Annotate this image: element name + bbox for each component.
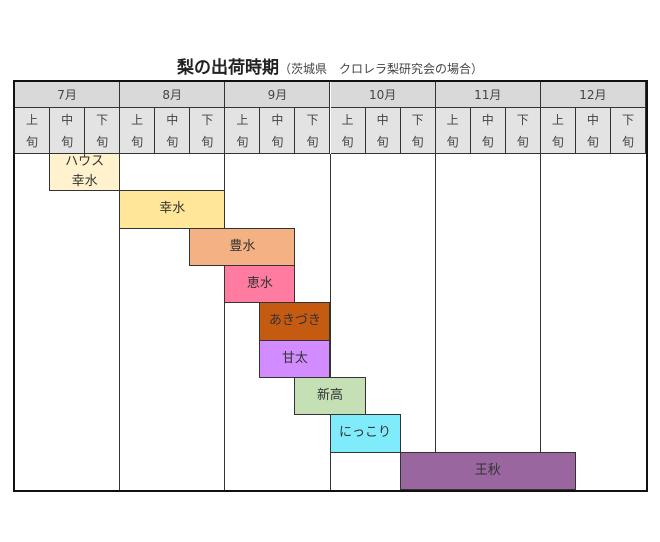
decade-header: 下旬 [400, 108, 436, 154]
month-header: 11月 [435, 82, 541, 108]
decade-label: 上 [551, 112, 564, 127]
decade-header: 上旬 [435, 108, 471, 154]
month-divider [539, 154, 541, 490]
decade-suffix: 旬 [586, 134, 599, 149]
decade-suffix: 旬 [201, 134, 214, 149]
variety-bar: 王秋 [399, 451, 576, 490]
decade-suffix: 旬 [26, 134, 39, 149]
decade-header: 中旬 [50, 108, 86, 154]
decade-suffix: 旬 [481, 134, 494, 149]
decade-suffix: 旬 [166, 134, 179, 149]
variety-bar: ハウス幸水 [49, 153, 121, 192]
variety-bar: 恵水 [224, 265, 296, 304]
decade-header: 中旬 [155, 108, 191, 154]
decade-label: 上 [446, 112, 459, 127]
decade-suffix: 旬 [376, 134, 389, 149]
decade-label: 中 [586, 112, 599, 127]
decade-suffix: 旬 [306, 134, 319, 149]
decade-suffix: 旬 [621, 134, 634, 149]
variety-bar: 新高 [294, 377, 366, 416]
decade-header: 上旬 [225, 108, 261, 154]
decade-header: 上旬 [15, 108, 51, 154]
decade-label: 下 [516, 112, 529, 127]
decade-header: 下旬 [610, 108, 646, 154]
decade-suffix: 旬 [61, 134, 74, 149]
decade-suffix: 旬 [516, 134, 529, 149]
decade-label: 中 [376, 112, 389, 127]
variety-bar: にっこり [329, 414, 401, 453]
decade-label: 下 [306, 112, 319, 127]
decade-header: 中旬 [365, 108, 401, 154]
decade-header: 上旬 [540, 108, 576, 154]
decade-label: 上 [341, 112, 354, 127]
decade-suffix: 旬 [341, 134, 354, 149]
variety-bar: あきづき [259, 302, 331, 341]
decade-header: 中旬 [470, 108, 506, 154]
decade-label: 下 [96, 112, 109, 127]
month-header: 7月 [15, 82, 121, 108]
month-divider [434, 154, 436, 490]
month-divider [119, 154, 121, 490]
variety-bar: 豊水 [189, 227, 296, 266]
decade-label: 中 [271, 112, 284, 127]
month-header: 9月 [225, 82, 331, 108]
decade-suffix: 旬 [96, 134, 109, 149]
decade-suffix: 旬 [271, 134, 284, 149]
decade-label: 中 [166, 112, 179, 127]
title-sub: （茨城県 クロレラ梨研究会の場合） [278, 62, 483, 76]
month-header: 8月 [120, 82, 226, 108]
decade-label: 下 [201, 112, 214, 127]
variety-bar: 幸水 [119, 190, 226, 229]
chart-title: 梨の出荷時期（茨城県 クロレラ梨研究会の場合） [0, 53, 660, 78]
decade-suffix: 旬 [551, 134, 564, 149]
decade-header: 下旬 [190, 108, 226, 154]
decade-header: 下旬 [505, 108, 541, 154]
decade-header: 中旬 [260, 108, 296, 154]
variety-bar: 甘太 [259, 339, 331, 378]
decade-label: 上 [236, 112, 249, 127]
month-divider [224, 154, 226, 490]
decade-header: 上旬 [330, 108, 366, 154]
month-header: 10月 [330, 82, 436, 108]
title-main: 梨の出荷時期 [176, 58, 279, 78]
decade-label: 上 [131, 112, 144, 127]
decade-suffix: 旬 [446, 134, 459, 149]
decade-suffix: 旬 [131, 134, 144, 149]
decade-label: 中 [481, 112, 494, 127]
decade-label: 上 [26, 112, 39, 127]
decade-label: 中 [61, 112, 74, 127]
decade-suffix: 旬 [411, 134, 424, 149]
decade-label: 下 [411, 112, 424, 127]
decade-label: 下 [621, 112, 634, 127]
decade-suffix: 旬 [236, 134, 249, 149]
decade-header: 下旬 [295, 108, 331, 154]
decade-header: 中旬 [575, 108, 611, 154]
month-header: 12月 [540, 82, 646, 108]
decade-header: 上旬 [120, 108, 156, 154]
decade-header: 下旬 [85, 108, 121, 154]
